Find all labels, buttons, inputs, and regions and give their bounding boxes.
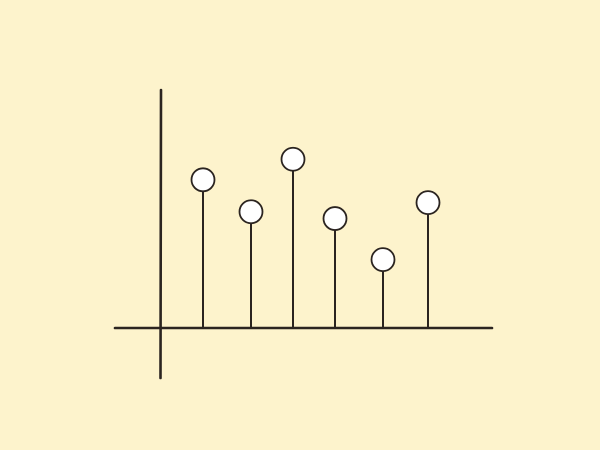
axes (113, 88, 494, 380)
y-axis-line (159, 88, 163, 380)
lollipop-head-3 (280, 146, 306, 172)
data-marks (190, 146, 441, 329)
lollipop-head-4 (322, 206, 348, 231)
lollipop-head-6 (415, 190, 441, 216)
lollipop-head-5 (370, 247, 396, 273)
lollipop-head-2 (238, 199, 264, 225)
lollipop-head-1 (190, 167, 216, 193)
